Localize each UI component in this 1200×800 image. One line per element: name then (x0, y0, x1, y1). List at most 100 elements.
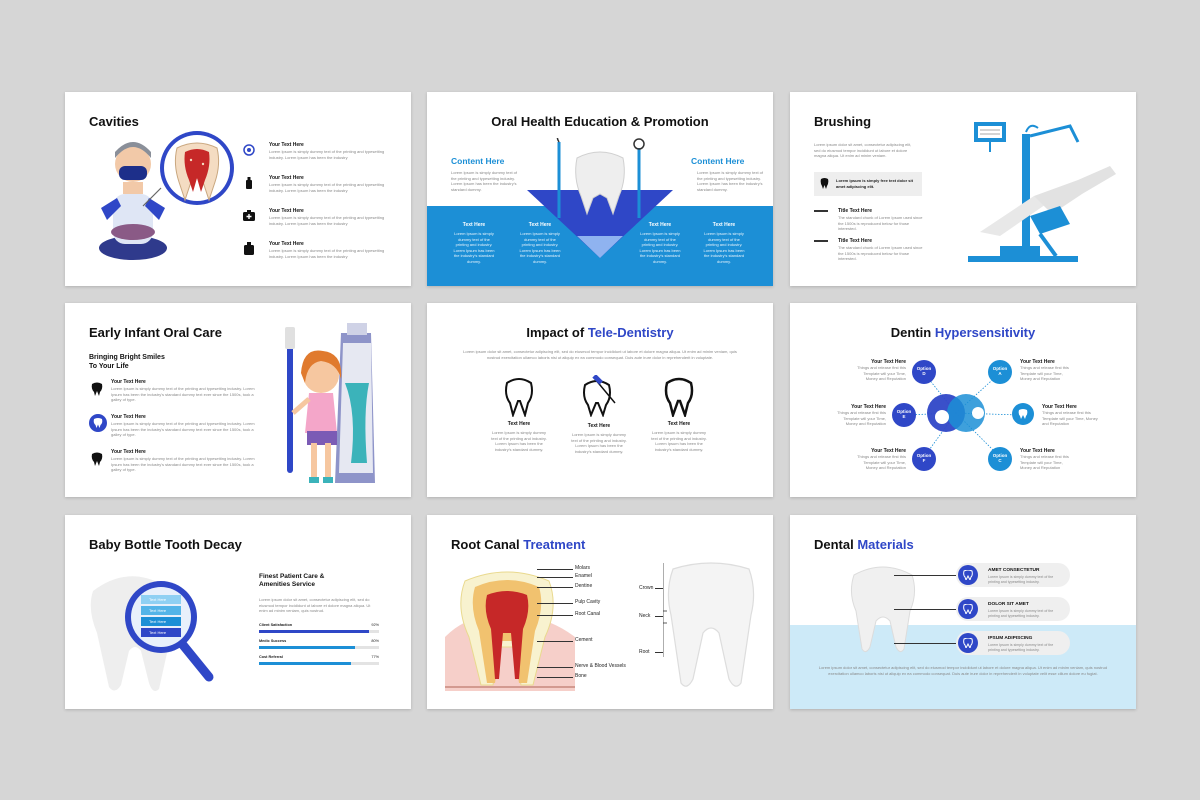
tele-item: Text Here Lorem Ipsum is simply dummy te… (491, 421, 547, 452)
anatomy-label: Dentine (575, 583, 593, 589)
material-connector (894, 575, 956, 576)
item-body: The standard chunk of Lorem Ipsum used s… (838, 245, 923, 261)
column-title: Text Here (648, 222, 672, 228)
tooth-magnifier-illustration (90, 576, 214, 691)
tooth-illustration (850, 566, 916, 653)
tooth-part-label: Root (639, 649, 650, 655)
column-title: Text Here (712, 222, 736, 228)
tele-intro: Lorem ipsum dolor sit amet, consectetur … (463, 349, 737, 360)
item-title: Your Text Here (111, 379, 146, 385)
tele-item: Text Here Lorem Ipsum is simply dummy te… (571, 423, 627, 454)
slide-title: Dentin Hypersensitivity (790, 325, 1136, 340)
heading-line-1: Finest Patient Care & (259, 573, 325, 580)
bottle-intro: Lorem ipsum dolor sit amet, consectetur … (259, 597, 371, 613)
tooth-part-tick (655, 588, 663, 589)
tele-item: Text Here Lorem Ipsum is simply dummy te… (651, 421, 707, 452)
title-part-a: Dental (814, 537, 858, 552)
option-body: Things and release first this Template w… (1020, 365, 1069, 381)
slide-infant[interactable]: Early Infant Oral Care Bringing Bright S… (65, 303, 411, 497)
anatomy-leader-line (537, 603, 573, 604)
material-connector (894, 643, 956, 644)
slide-title: Oral Health Education & Promotion (491, 114, 709, 129)
tooth-icon (820, 178, 829, 189)
option-letter: E (902, 414, 906, 419)
item-title: Title Text Here (838, 208, 872, 214)
child-with-toothbrush-illustration (285, 323, 375, 483)
material-icon-circle (958, 599, 978, 619)
slide-title: Brushing (814, 114, 872, 129)
slide-cavities[interactable]: Cavities Your Text Here Lorem Ipsum is s… (65, 92, 411, 286)
slide-tele-dentistry[interactable]: Impact of Tele-Dentistry Lorem ipsum dol… (427, 303, 773, 497)
anatomy-leader-line (537, 587, 573, 588)
dentin-diagram (905, 372, 1021, 458)
tooth-cross-section (160, 131, 234, 205)
tooth-icon (963, 638, 973, 648)
column-title: Text Here (528, 222, 552, 228)
first-aid-kit-icon (243, 210, 255, 221)
material-title: DOLOR SIT AMET (988, 602, 1029, 607)
title-part-b: Materials (857, 537, 914, 552)
oral-column: Text Here Lorem Ipsum is simply dummy te… (701, 222, 747, 264)
progress-label: Cost Referral (259, 655, 283, 659)
progress-value: 92% (371, 623, 379, 627)
subtitle-line-2: To Your Life (89, 363, 129, 370)
tooth-and-tools-illustration (527, 138, 673, 258)
anatomy-leader-line (537, 569, 573, 570)
progress-fill (259, 646, 355, 649)
slide-brushing[interactable]: Brushing Lorem ipsum dolor sit amet, con… (790, 92, 1136, 286)
item-body: Lorem Ipsum is simply dummy text of the … (269, 182, 385, 193)
heading-line-2: Amenities Service (259, 581, 316, 588)
item-body: Lorem Ipsum is simply dummy text of the … (491, 430, 547, 452)
option-letter: F (922, 458, 926, 463)
tooth-with-tool-icon (583, 375, 616, 417)
tooth-outline-diagram (663, 562, 755, 687)
item-title: Your Text Here (269, 142, 304, 148)
item-title: Text Here (667, 421, 691, 427)
anatomy-label: Cement (575, 637, 593, 643)
anatomy-leader-line (537, 641, 573, 642)
infant-subtitle: Bringing Bright Smiles To Your Life (89, 353, 165, 371)
title-part-b: Tele-Dentistry (587, 325, 674, 340)
tooth-part-tick (655, 652, 663, 653)
option-b-tooth-circle[interactable] (1012, 403, 1034, 425)
item-body: Lorem Ipsum is simply dummy text of the … (651, 430, 707, 452)
tooth-icon (963, 570, 973, 580)
anatomy-leader-line (537, 667, 573, 668)
slide-oral-health[interactable]: Oral Health Education & Promotion Conten… (427, 92, 773, 286)
column-body: Lorem Ipsum is simply dummy text of the … (519, 231, 561, 264)
highlight-text: Lorem ipsum is simply free text dolor si… (836, 178, 913, 189)
option-title: Your Text Here (871, 359, 906, 365)
lens-label: Text Here (149, 608, 167, 613)
item-dash (814, 210, 828, 212)
slide-title: Early Infant Oral Care (89, 325, 222, 340)
material-title: AMET CONSECTETUR (988, 568, 1040, 573)
tooth-icon (1018, 409, 1028, 419)
tooth-icon (91, 382, 103, 396)
anatomy-label: Nerve & Blood Vessels (575, 663, 626, 669)
lens-label: Text Here (149, 597, 167, 602)
progress-value: 77% (371, 655, 379, 659)
slide-bottle-decay[interactable]: Baby Bottle Tooth Decay Text Here Text H… (65, 515, 411, 709)
option-letter: D (922, 371, 926, 376)
option-letter: C (998, 458, 1002, 463)
materials-footer: Lorem ipsum dolor sit amet, consectetur … (818, 665, 1108, 676)
bottle-heading: Finest Patient Care & Amenities Service (259, 573, 324, 589)
anatomy-leader-line (537, 677, 573, 678)
progress-row: Cost Referral 77% (259, 655, 379, 669)
brushing-intro: Lorem ipsum dolor sit amet, consectetur … (814, 142, 912, 158)
lens-label: Text Here (149, 619, 167, 624)
